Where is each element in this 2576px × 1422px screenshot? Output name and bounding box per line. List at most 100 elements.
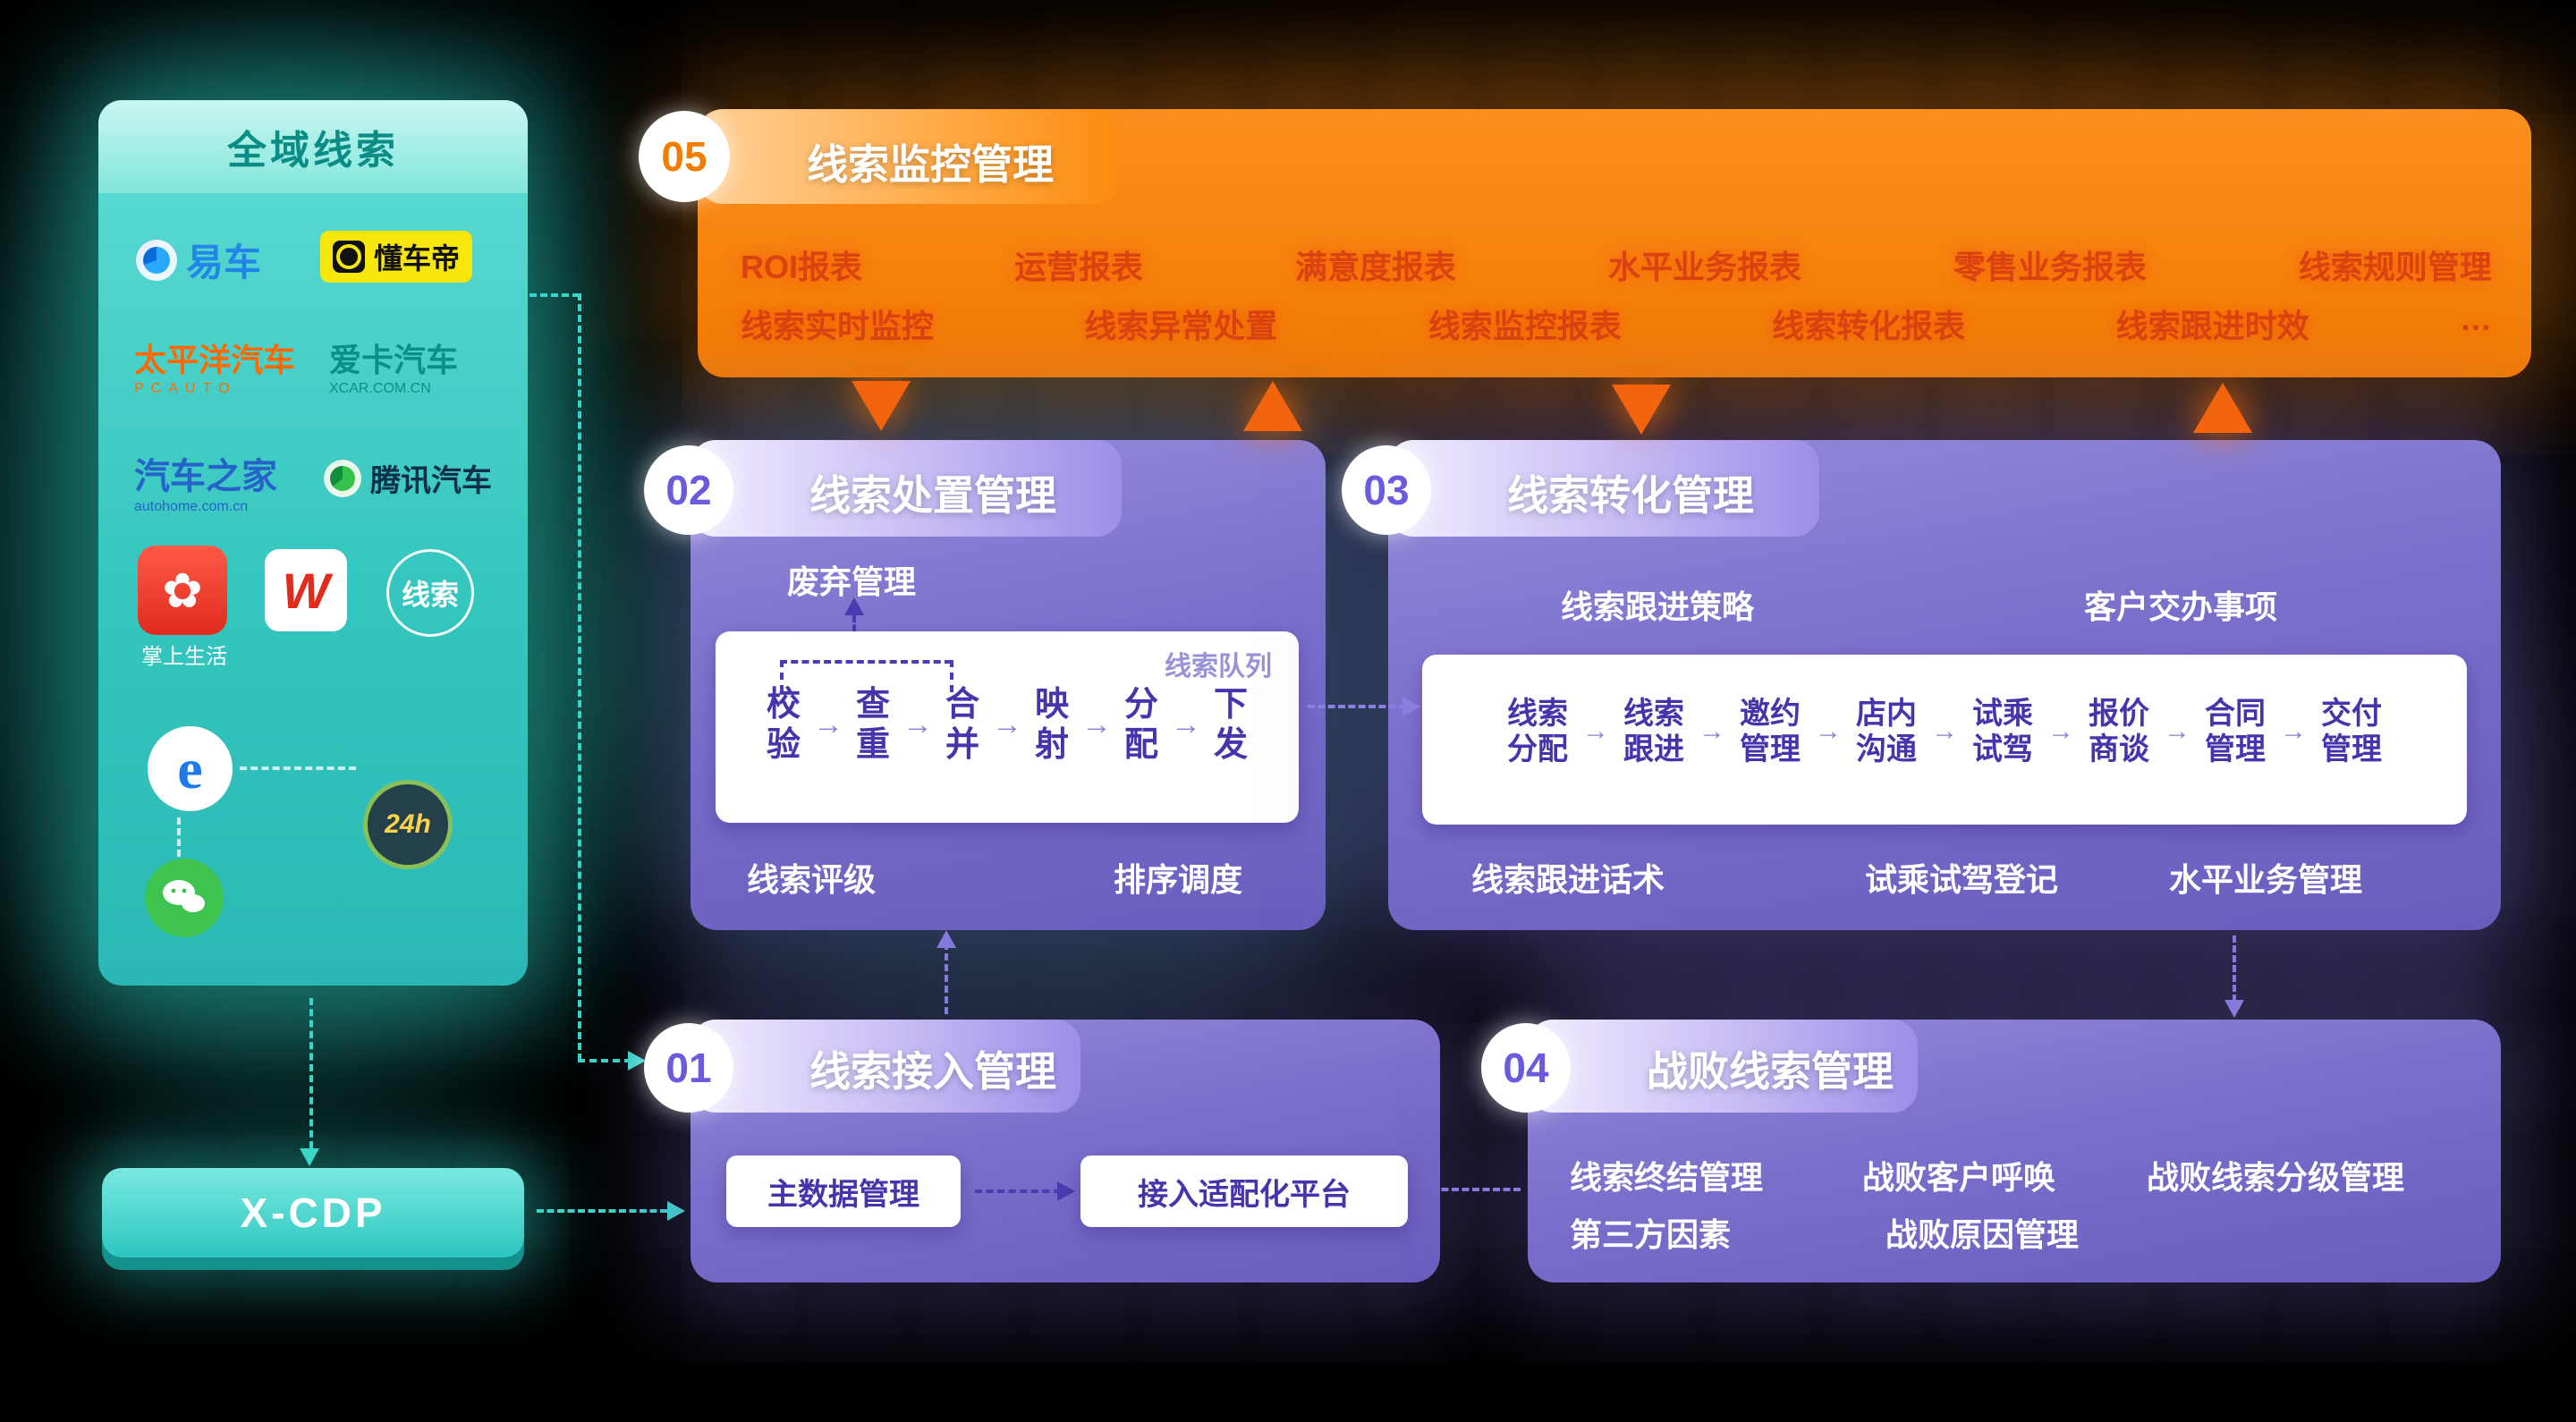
module-04-lost-lead-management: 04 战败线索管理 线索终结管理 战败客户呼唤 战败线索分级管理 第三方因素 战…	[1481, 1020, 2501, 1282]
panel-connector-dash	[240, 766, 356, 770]
module-04-item: 线索终结管理	[1570, 1159, 1764, 1196]
logo-tencent-auto: 腾讯汽车	[324, 456, 492, 500]
arrow-up-icon	[2193, 383, 2252, 433]
module-03-title: 线索转化管理	[1507, 472, 1754, 519]
arrow-right-icon: →	[2047, 716, 2074, 747]
arrow-right-icon: →	[1081, 707, 1112, 742]
panel-title: 全域线索	[98, 100, 528, 193]
arrow-right-icon: →	[1171, 707, 1201, 742]
logo-xcar: 爱卡汽车 XCAR.COM.CN	[329, 334, 458, 397]
arrow-right-icon: →	[1815, 716, 1842, 747]
process-step: 校验	[766, 686, 801, 764]
xcar-sub-label: XCAR.COM.CN	[329, 381, 431, 396]
module-05-title-pill	[698, 109, 1118, 204]
process-step: 线索跟进	[1623, 697, 1684, 767]
autohome-label: 汽车之家	[134, 457, 277, 496]
module-05-badge: 05	[639, 111, 730, 202]
module-04-title: 战败线索管理	[1647, 1048, 1894, 1095]
arrow-right-icon: →	[1699, 716, 1725, 747]
xiansuo-badge: 线索	[386, 549, 474, 637]
arrow-up-icon	[844, 597, 864, 615]
conversion-process-box: 线索分配 → 线索跟进 → 邀约管理 → 店内沟通 → 试乘试驾 → 报价商谈 …	[1422, 655, 2467, 825]
pcauto-sub-label: PCAUTO	[134, 381, 237, 396]
process-step: 邀约管理	[1740, 697, 1801, 767]
feature-item: 线索规则管理	[2298, 249, 2492, 285]
module-03-top-label: 线索跟进策略	[1561, 588, 1755, 625]
ie-browser-icon: e	[148, 726, 233, 811]
discard-connector	[780, 660, 784, 692]
module-02-title-pill	[691, 440, 1122, 537]
module-05-title: 线索监控管理	[807, 141, 1054, 188]
arrow-up-icon	[1243, 381, 1302, 431]
process-step: 映射	[1034, 686, 1069, 764]
dongchedi-label: 懂车帝	[374, 242, 461, 275]
module-04-item: 战败客户呼唤	[1862, 1159, 2056, 1196]
arrow-down-icon	[300, 1148, 319, 1166]
module-04-item: 战败原因管理	[1885, 1216, 2080, 1253]
feature-item: 线索实时监控	[741, 308, 935, 344]
feature-item: 水平业务报表	[1607, 249, 1801, 285]
module-03-badge: 03	[1342, 445, 1431, 535]
module-02-badge: 02	[644, 445, 733, 535]
autohome-sub-label: autohome.com.cn	[134, 499, 249, 514]
process-step: 线索分配	[1507, 697, 1568, 767]
module-05-feature-row-2: 线索实时监控 线索异常处置 线索监控报表 线索转化报表 线索跟进时效 …	[741, 300, 2492, 347]
m01-internal-connector	[975, 1189, 1061, 1193]
all-domain-leads-panel: 全域线索 易车 懂车帝 太平洋汽车 PCAUTO 爱卡汽车 XCAR.COM.C…	[98, 100, 528, 986]
arrow-right-icon: →	[1931, 716, 1958, 747]
arrow-up-icon	[936, 930, 956, 948]
arrow-down-icon	[2224, 1000, 2244, 1018]
arrow-right-icon	[1057, 1181, 1075, 1201]
logo-dongchedi: 懂车帝	[320, 231, 473, 283]
module-04-item: 战败线索分级管理	[2147, 1159, 2405, 1196]
panel-to-xcdp-connector	[309, 998, 313, 1148]
arrow-right-icon: →	[902, 707, 933, 742]
xcdp-button[interactable]: X-CDP	[102, 1168, 524, 1257]
tencent-auto-icon	[324, 459, 361, 497]
module-03-bottom-label: 水平业务管理	[2169, 861, 2363, 898]
arrow-right-icon	[667, 1201, 685, 1221]
tencent-auto-label: 腾讯汽车	[370, 464, 492, 498]
module-02-title: 线索处置管理	[809, 472, 1056, 519]
process-step: 分配	[1123, 686, 1158, 764]
discard-connector	[780, 660, 952, 664]
module-02-bottom-label: 线索评级	[747, 861, 877, 898]
process-step: 下发	[1213, 686, 1248, 764]
xcdp-to-m01-connector	[537, 1209, 667, 1213]
process-step: 交付管理	[2321, 697, 2382, 767]
logo-zhangshang: ✿ 掌上生活	[138, 546, 231, 670]
dongchedi-wheel-glyph	[336, 244, 361, 269]
module-04-item: 第三方因素	[1570, 1216, 1732, 1253]
arrow-right-icon: →	[992, 707, 1022, 742]
discard-connector	[950, 660, 953, 692]
process-step: 合同管理	[2205, 697, 2266, 767]
feature-item: 运营报表	[1013, 249, 1143, 285]
24h-hotline-icon: 24h	[363, 780, 453, 869]
module-01-title-pill	[691, 1020, 1080, 1113]
process-step: 试乘试驾	[1972, 697, 2033, 767]
w-app-icon: W	[265, 549, 347, 631]
panel-to-m01-connector	[578, 293, 581, 1061]
panel-to-m01-connector	[530, 293, 580, 297]
disposal-process-steps: 校验 → 查重 → 合并 → 映射 → 分配 → 下发	[724, 685, 1290, 766]
module-02-lead-disposal: 02 线索处置管理 废弃管理 线索队列 校验 → 查重 → 合并 → 映射 → …	[644, 440, 1326, 930]
m04-to-m01-connector	[1431, 1188, 1521, 1191]
panel-to-m01-connector	[578, 1059, 631, 1062]
zhangshang-icon: ✿	[138, 546, 227, 635]
module-03-bottom-label: 线索跟进话术	[1471, 861, 1665, 898]
logo-pcauto: 太平洋汽车 PCAUTO	[134, 334, 295, 397]
dongchedi-icon	[333, 241, 365, 273]
process-step: 店内沟通	[1856, 697, 1917, 767]
process-step: 合并	[945, 686, 979, 764]
arrow-right-icon	[628, 1051, 646, 1071]
process-step: 查重	[855, 686, 890, 764]
arrow-right-icon	[1402, 697, 1420, 716]
discard-management-label: 废弃管理	[787, 563, 917, 600]
feature-item: 零售业务报表	[1953, 249, 2147, 285]
logo-yiche: 易车	[136, 233, 261, 287]
feature-item: ROI报表	[741, 249, 863, 285]
arrow-down-icon	[1612, 385, 1671, 435]
module-05-feature-row-1: ROI报表 运营报表 满意度报表 水平业务报表 零售业务报表 线索规则管理	[741, 241, 2492, 288]
module-05-lead-monitoring: 05 线索监控管理 ROI报表 运营报表 满意度报表 水平业务报表 零售业务报表…	[639, 109, 2531, 377]
